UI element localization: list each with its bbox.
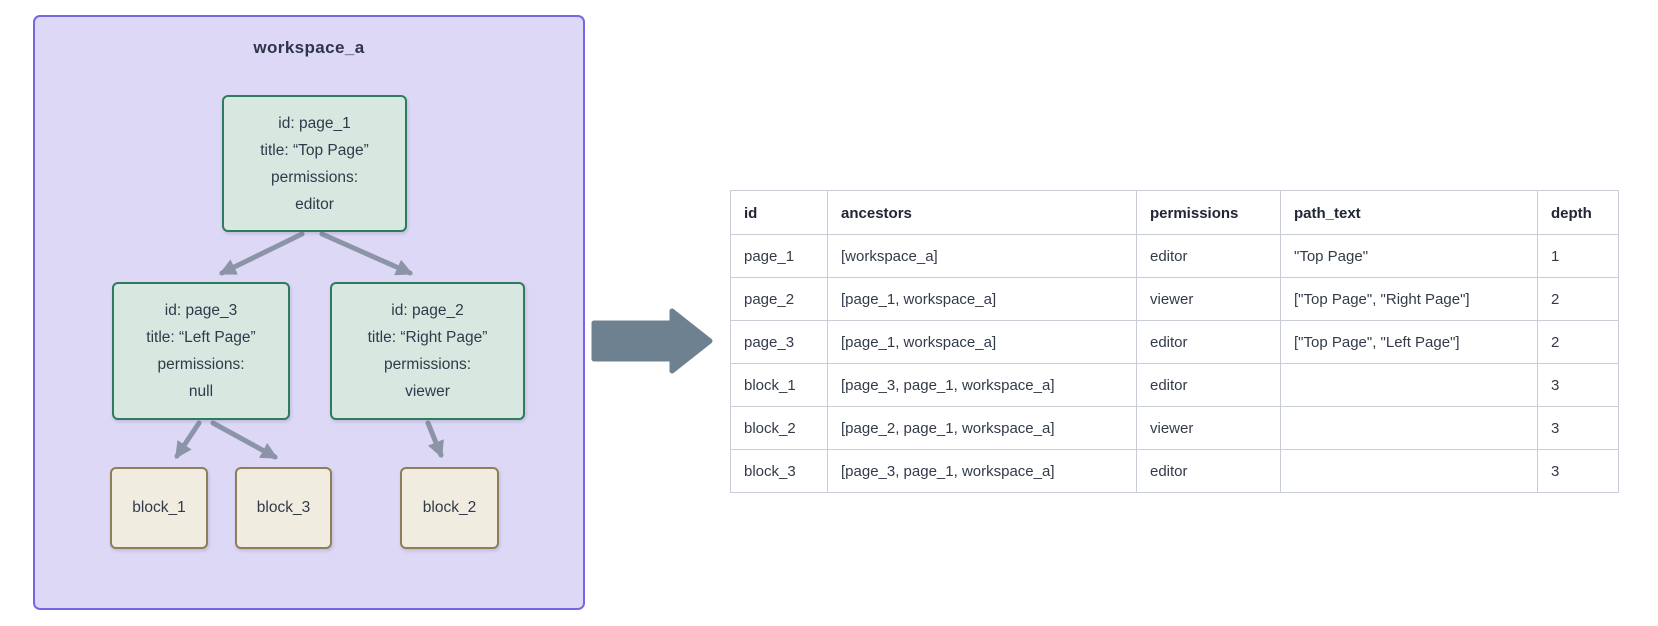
- node-line-permissions: permissions:: [384, 356, 471, 373]
- edge-page2-block2: [425, 420, 444, 459]
- cell-depth: 3: [1537, 363, 1619, 407]
- node-block-2: block_2: [400, 467, 499, 549]
- cell-ancestors: [page_3, page_1, workspace_a]: [827, 363, 1137, 407]
- col-header-path-text: path_text: [1280, 190, 1538, 235]
- col-header-ancestors: ancestors: [827, 190, 1137, 235]
- cell-permissions: editor: [1136, 234, 1281, 278]
- node-label: block_2: [422, 499, 477, 516]
- cell-id: block_1: [730, 363, 828, 407]
- workspace-panel: workspace_a id: page_1 title: “Top Page”…: [33, 15, 585, 610]
- table-row: page_3 [page_1, workspace_a] editor ["To…: [730, 320, 1619, 364]
- right-arrow-icon: [591, 308, 713, 374]
- cell-permissions: editor: [1136, 449, 1281, 493]
- node-line-permission-value: editor: [295, 195, 334, 213]
- cell-permissions: editor: [1136, 363, 1281, 407]
- cell-path-text: [1280, 363, 1538, 407]
- table-row: block_2 [page_2, page_1, workspace_a] vi…: [730, 406, 1619, 450]
- col-header-id: id: [730, 190, 828, 235]
- cell-ancestors: [page_2, page_1, workspace_a]: [827, 406, 1137, 450]
- cell-id: block_3: [730, 449, 828, 493]
- node-block-1: block_1: [110, 467, 208, 549]
- cell-permissions: viewer: [1136, 277, 1281, 321]
- node-line-id: id: page_1: [278, 114, 351, 132]
- node-block-3: block_3: [235, 467, 332, 549]
- node-line-id: id: page_2: [391, 302, 464, 319]
- node-line-title: title: “Right Page”: [367, 329, 488, 346]
- cell-depth: 1: [1537, 234, 1619, 278]
- edge-page1-page2: [319, 231, 414, 276]
- table-row: page_2 [page_1, workspace_a] viewer ["To…: [730, 277, 1619, 321]
- cell-permissions: editor: [1136, 320, 1281, 364]
- edge-page1-page3: [218, 231, 305, 276]
- cell-ancestors: [page_3, page_1, workspace_a]: [827, 449, 1137, 493]
- edge-page3-block1: [174, 420, 202, 459]
- cell-depth: 3: [1537, 406, 1619, 450]
- cell-id: page_2: [730, 277, 828, 321]
- cell-path-text: "Top Page": [1280, 234, 1538, 278]
- cell-permissions: viewer: [1136, 406, 1281, 450]
- node-page-2: id: page_2 title: “Right Page” permissio…: [330, 282, 525, 420]
- cell-path-text: [1280, 406, 1538, 450]
- cell-path-text: [1280, 449, 1538, 493]
- cell-id: block_2: [730, 406, 828, 450]
- table-row: page_1 [workspace_a] editor "Top Page" 1: [730, 234, 1619, 278]
- table-header-row: id ancestors permissions path_text depth: [730, 190, 1619, 235]
- node-label: block_1: [132, 499, 186, 516]
- cell-ancestors: [page_1, workspace_a]: [827, 320, 1137, 364]
- cell-ancestors: [page_1, workspace_a]: [827, 277, 1137, 321]
- cell-id: page_1: [730, 234, 828, 278]
- cell-depth: 2: [1537, 277, 1619, 321]
- col-header-permissions: permissions: [1136, 190, 1281, 235]
- node-page-1: id: page_1 title: “Top Page” permissions…: [222, 95, 407, 232]
- result-table: id ancestors permissions path_text depth…: [730, 190, 1619, 493]
- cell-ancestors: [workspace_a]: [827, 234, 1137, 278]
- node-line-permissions: permissions:: [157, 356, 245, 373]
- node-line-id: id: page_3: [164, 302, 238, 319]
- workspace-label: workspace_a: [253, 38, 365, 57]
- cell-depth: 2: [1537, 320, 1619, 364]
- cell-id: page_3: [730, 320, 828, 364]
- table-row: block_1 [page_3, page_1, workspace_a] ed…: [730, 363, 1619, 407]
- node-line-title: title: “Top Page”: [260, 141, 369, 159]
- col-header-depth: depth: [1537, 190, 1619, 235]
- cell-depth: 3: [1537, 449, 1619, 493]
- node-line-permissions: permissions:: [271, 168, 358, 186]
- node-line-permission-value: viewer: [405, 383, 450, 400]
- node-line-title: title: “Left Page”: [146, 329, 256, 346]
- node-line-permission-value: null: [188, 383, 214, 400]
- cell-path-text: ["Top Page", "Left Page"]: [1280, 320, 1538, 364]
- node-page-3: id: page_3 title: “Left Page” permission…: [112, 282, 290, 420]
- node-label: block_3: [256, 499, 311, 516]
- table-row: block_3 [page_3, page_1, workspace_a] ed…: [730, 449, 1619, 493]
- edge-page3-block3: [210, 420, 278, 460]
- cell-path-text: ["Top Page", "Right Page"]: [1280, 277, 1538, 321]
